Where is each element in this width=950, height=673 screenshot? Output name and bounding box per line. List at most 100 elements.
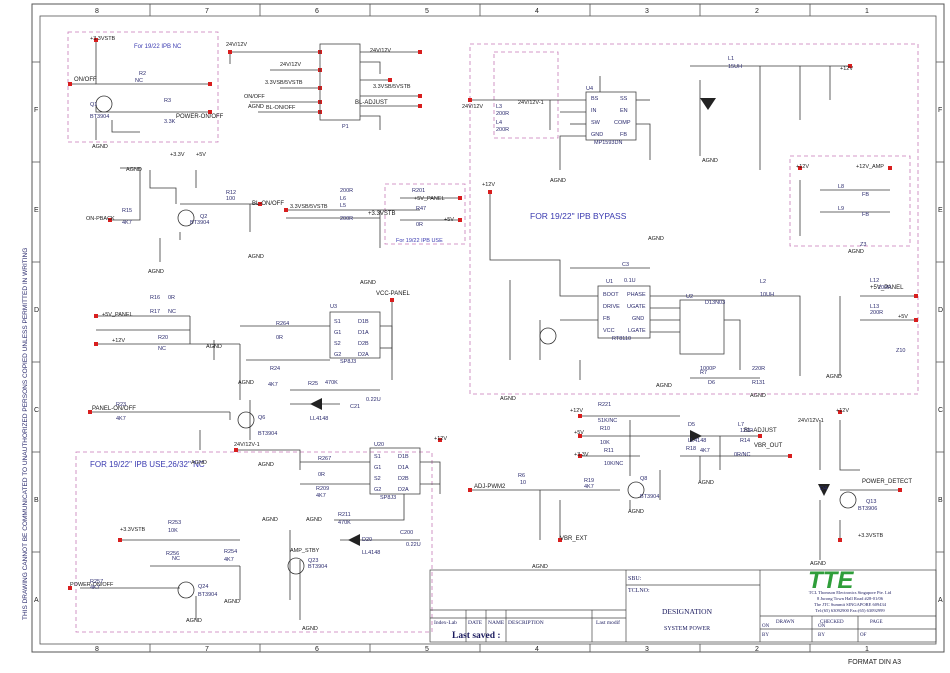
label-parts-c200: C200: [400, 530, 413, 536]
label-parts-r200: 200R: [878, 285, 891, 291]
label-nets-agnd: AGND: [262, 517, 278, 523]
label-nets-v5: +5V: [196, 152, 206, 158]
label-title_block-system_power: SYSTEM POWER: [664, 626, 710, 632]
wire-12: [360, 61, 381, 74]
label-parts-d1b: D1B: [398, 454, 409, 460]
label-parts-d20: D20: [362, 537, 372, 543]
label-title_block-sbu: SBU:: [628, 576, 642, 582]
label-parts-r7: R7: [700, 370, 707, 376]
pin-26: [118, 538, 122, 542]
label-nets-bl_on_off: BL-ON/OFF: [252, 201, 284, 207]
label-parts-d6: D6: [708, 380, 715, 386]
label-parts-bt3906: BT3906: [858, 506, 877, 512]
label-parts-r0: 0R: [168, 295, 175, 301]
label-parts-ll4148: LL4148: [310, 416, 328, 422]
label-parts-boot: BOOT: [603, 292, 619, 298]
label-title_block-company: TCL Thomson Electronics Singapore Pte. L…: [809, 590, 892, 595]
label-parts-r254: R254: [224, 549, 237, 555]
wires: [70, 40, 916, 620]
pin-25: [68, 586, 72, 590]
label-parts-mp1593: MP1593DN: [594, 140, 622, 146]
label-parts-u3: U3: [330, 304, 337, 310]
label-parts-en: EN: [620, 108, 628, 114]
label-border-rows-3: C: [938, 407, 943, 414]
label-parts-r4k7: 4K7: [584, 484, 594, 490]
box-ipb-nc: [67, 31, 219, 143]
label-parts-p1: P1: [342, 124, 349, 130]
label-border-rows-1: E: [34, 207, 39, 214]
diode-d1: [700, 98, 716, 110]
pin-23: [234, 448, 238, 452]
label-nets-agnd: AGND: [306, 517, 322, 523]
wire-49: [420, 461, 441, 494]
label-border-cols-3: 5: [425, 8, 429, 15]
box-amp: [789, 155, 911, 247]
label-parts-q24: Q24: [198, 584, 208, 590]
label-nets-v33stb2: +3.3VSTB: [858, 533, 884, 539]
label-title_block-checked: CHECKED: [820, 620, 844, 625]
label-nets-v12: +12V: [836, 408, 849, 414]
label-nets-power_detect: POWER_DETECT: [862, 479, 912, 485]
label-nets-panel_on_off: PANEL-ON/OFF: [92, 406, 136, 412]
wire-64: [559, 135, 586, 170]
label-nets-bl_adjust: BL-ADJUST: [355, 100, 388, 106]
pin-0: [94, 38, 98, 42]
transistor-5: [539, 327, 557, 345]
label-parts-c21v: 0.22U: [406, 542, 421, 548]
label-parts-bt3904: BT3904: [258, 431, 277, 437]
label-parts-r209: R209: [316, 486, 329, 492]
label-parts-r0: 0R: [318, 472, 325, 478]
pin-27: [468, 98, 472, 102]
label-nets-agnd: AGND: [126, 167, 142, 173]
box-mp-in: [493, 51, 559, 139]
label-parts-l5: L5: [340, 203, 346, 209]
label-parts-r267: R267: [318, 456, 331, 462]
label-title_block-by: BY: [762, 633, 769, 638]
pin-31: [914, 318, 918, 322]
label-parts-g2: G2: [334, 352, 341, 358]
diode-d20: [348, 534, 360, 546]
diode-ll4148-c: [310, 398, 322, 410]
label-parts-r25: R25: [308, 381, 318, 387]
label-boxes-ipb_bypass: FOR 19/22" IPB BYPASS: [530, 211, 627, 221]
label-parts-q8: Q8: [640, 476, 647, 482]
label-title_block-on: ON: [762, 624, 770, 629]
label-parts-z10: Z10: [896, 348, 905, 354]
label-parts-r221v: 51K/NC: [598, 418, 617, 424]
label-nets-agnd: AGND: [656, 383, 672, 389]
pin-17: [458, 196, 462, 200]
wire-106: [839, 420, 860, 471]
label-parts-r3v: 3.3K: [164, 119, 176, 125]
label-nets-agnd: AGND: [810, 561, 826, 567]
label-parts-r3: R3: [164, 98, 171, 104]
label-title_block-addr2: The JTC Summit SINGAPORE 609434: [814, 602, 887, 607]
inner-border: [39, 15, 937, 645]
label-parts-r25v: 470K: [325, 380, 338, 386]
label-boxes-ipb_use_big: FOR 19/22" IPB USE,26/32" NC: [90, 460, 205, 469]
label-nets-v5: +5V: [574, 430, 584, 436]
label-border-cols-1: 7: [205, 646, 209, 653]
label-nets-agnd: AGND: [826, 374, 842, 380]
label-nets-v33_5vstb: 3.3VSB/5VSTB: [265, 80, 303, 86]
label-parts-ss: SS: [620, 96, 628, 102]
label-parts-r12v: 100: [226, 196, 235, 202]
pin-42: [838, 538, 842, 542]
wire-73: [489, 192, 598, 297]
label-border-cols-5: 3: [645, 646, 649, 653]
wire-82: [760, 295, 801, 376]
label-title_block-description: DESCRIPTION: [508, 620, 544, 626]
label-parts-g2: G2: [374, 487, 381, 493]
label-nets-v5: +5V: [898, 314, 908, 320]
label-border-cols-3: 5: [425, 646, 429, 653]
label-parts-l3: L3: [496, 104, 502, 110]
label-nets-agnd: AGND: [648, 236, 664, 242]
label-nets-v5_panel: +5V_PANEL: [870, 285, 904, 291]
label-title_block-designation: DESIGNATION: [662, 607, 713, 616]
label-parts-bt3904: BT3904: [198, 592, 217, 598]
label-title_block-drawn: DRAWN: [776, 620, 795, 625]
ic-u4: [585, 91, 637, 141]
label-parts-l13: L13: [870, 304, 879, 310]
label-border-cols-1: 7: [205, 8, 209, 15]
transistor-6: [627, 481, 645, 499]
label-boxes-ipb_use_small: For 19/22 IPB USE: [396, 238, 443, 244]
